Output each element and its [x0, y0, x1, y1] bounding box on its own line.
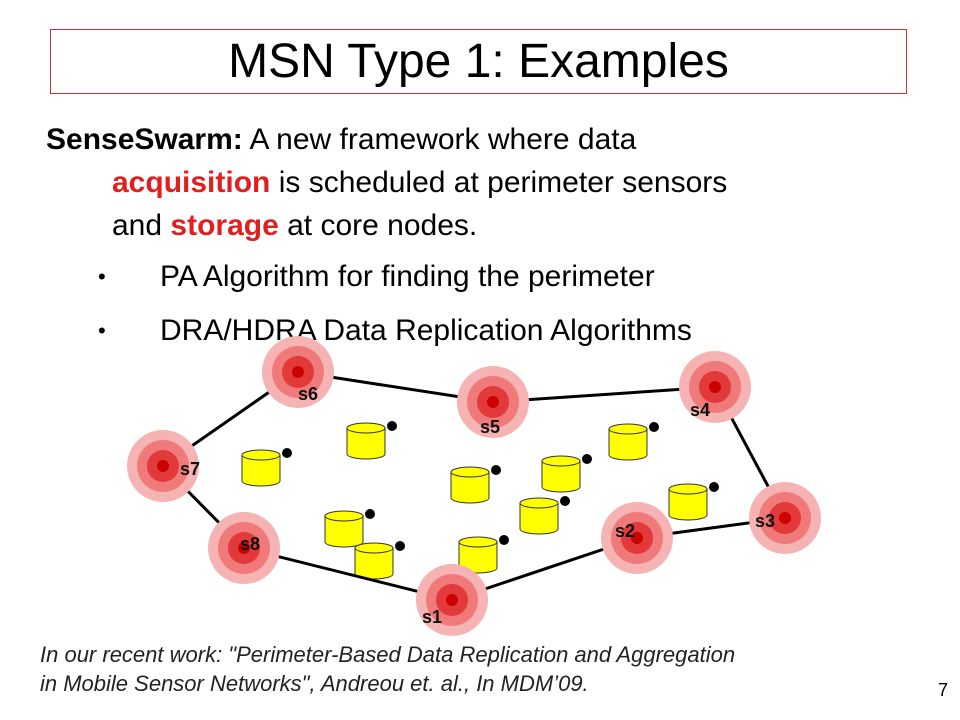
storage-node	[519, 496, 570, 535]
sensor-s6: s6	[262, 336, 334, 408]
bullet-item: • PA Algorithm for finding the perimeter	[98, 259, 655, 295]
footnote-line-2: in Mobile Sensor Networks", Andreou et. …	[40, 671, 589, 696]
bullet-text: PA Algorithm for finding the perimeter	[160, 260, 655, 293]
sensor-s2: s2	[601, 502, 673, 574]
sensor-label: s4	[690, 400, 710, 420]
keyword-storage: storage	[170, 209, 279, 242]
page-number: 7	[937, 680, 948, 700]
sensor-s7: s7	[127, 430, 200, 502]
storage-node	[450, 465, 501, 504]
sensor-s3: s3	[749, 482, 821, 554]
intro-paragraph: SenseSwarm: A new framework where data a…	[46, 118, 926, 247]
sensor-s4: s4	[679, 351, 751, 423]
sensor-label: s7	[180, 459, 200, 479]
bullet-text: DRA/HDRA Data Replication Algorithms	[160, 314, 692, 347]
sensor-s1: s1	[416, 564, 488, 636]
slide-title: MSN Type 1: Examples	[228, 34, 729, 88]
storage-node	[354, 541, 405, 580]
sensor-s8: s8	[208, 512, 280, 584]
intro-line-1: SenseSwarm: A new framework where data	[46, 123, 636, 156]
intro-text-1: A new framework where data	[242, 123, 637, 156]
keyword-acquisition: acquisition	[112, 166, 271, 199]
storage-node	[346, 421, 397, 460]
intro-text-2: is scheduled at perimeter sensors	[270, 166, 728, 199]
storage-node	[668, 482, 719, 521]
intro-line-3: and storage at core nodes.	[46, 204, 926, 247]
storage-node	[541, 454, 592, 493]
sensor-label: s3	[755, 511, 775, 531]
bullet-glyph: •	[98, 264, 106, 289]
perimeter-sensors: s1 s2 s3 s4 s5 s6 s7 s8	[127, 336, 821, 636]
storage-node	[458, 535, 509, 574]
intro-text-3: and	[112, 209, 171, 242]
sensor-s5: s5	[457, 366, 529, 438]
intro-text-4: at core nodes.	[278, 209, 478, 242]
footnote-line-1: In our recent work: "Perimeter-Based Dat…	[40, 642, 736, 667]
sensor-label: s5	[480, 417, 500, 437]
framework-name: SenseSwarm:	[46, 123, 243, 156]
bullet-item: • DRA/HDRA Data Replication Algorithms	[98, 313, 692, 349]
storage-node	[241, 448, 292, 487]
storage-node	[324, 509, 375, 548]
bullet-glyph: •	[98, 318, 106, 343]
footnote: In our recent work: "Perimeter-Based Dat…	[40, 640, 910, 698]
storage-node	[608, 422, 659, 461]
sensor-label: s6	[298, 384, 318, 404]
intro-line-2: acquisition is scheduled at perimeter se…	[46, 161, 926, 204]
sensor-label: s1	[422, 607, 442, 627]
sensor-label: s8	[240, 534, 260, 554]
sensor-label: s2	[615, 521, 635, 541]
core-storage-nodes	[241, 421, 719, 580]
title-box: MSN Type 1: Examples	[50, 29, 907, 94]
